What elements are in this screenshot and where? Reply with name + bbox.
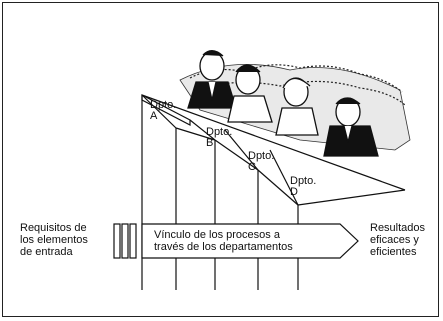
- person-1: [187, 50, 237, 109]
- dept-d-label: Dpto. D: [290, 175, 317, 198]
- dept-a-label: Dpto. A: [150, 99, 177, 122]
- input-bars: [113, 223, 137, 259]
- process-arrow: [141, 223, 359, 259]
- person-4: [323, 97, 379, 157]
- person-3: [275, 77, 319, 136]
- results-label: Resultados eficaces y eficientes: [370, 222, 426, 258]
- dept-c-label: Dpto. C: [248, 150, 275, 173]
- dept-b-label: Dpto. B: [206, 126, 233, 149]
- input-requirements-label: Requisitos de los elementos de entrada: [20, 222, 88, 258]
- figure-frame: [2, 2, 439, 317]
- person-2: [227, 64, 273, 123]
- process-link-label: Vínculo de los procesos a través de los …: [154, 229, 293, 253]
